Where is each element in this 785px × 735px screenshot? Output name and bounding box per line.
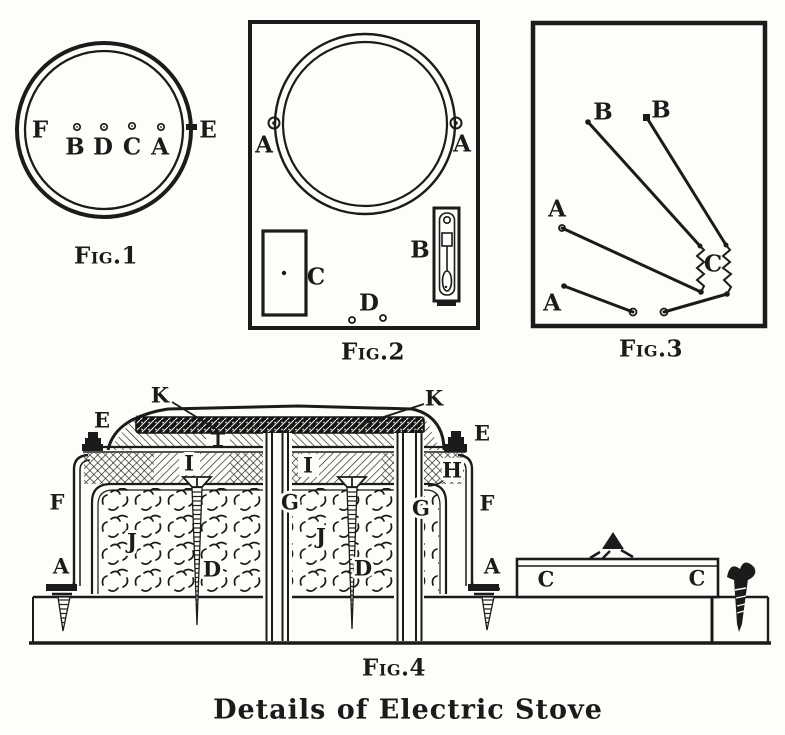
fig1-terminal-lug <box>186 124 197 130</box>
fig1-label-f: F <box>32 117 49 144</box>
fig2-label-d: D <box>359 290 379 317</box>
fig4-label-c-right: C <box>689 566 706 591</box>
fig4-label-d-center: D <box>354 556 372 581</box>
fig3-panel-outline <box>530 20 768 329</box>
fig4-screw-d-center <box>335 476 369 630</box>
fig4-foot-screw-left <box>46 584 77 632</box>
fig2-block-hole <box>281 270 287 276</box>
fig4-label-i-right: I <box>303 453 313 478</box>
fig4-post-gap-right <box>394 433 424 641</box>
fig1-terminal-holes <box>72 121 166 132</box>
fig4-screw-d-left <box>180 476 214 626</box>
fig4-label-j-center: J <box>314 524 326 549</box>
fig4-coil-hanger <box>211 431 225 447</box>
fig4-binding-posts <box>265 430 423 641</box>
fig1-label-a: A <box>150 134 170 161</box>
fig2-ring-outer <box>273 32 457 216</box>
fig3-label-b-right: B <box>651 97 670 124</box>
page-title: Details of Electric Stove <box>213 695 603 726</box>
fig4-terminal-bar <box>515 557 720 599</box>
fig4-heating-coil-band <box>135 416 425 434</box>
fig3-resistance-coils <box>695 244 733 295</box>
fig3-label-a-lower: A <box>542 290 562 317</box>
fig4-bolt-e-right <box>444 431 467 452</box>
fig3-wires <box>560 116 729 314</box>
fig2-connector-block <box>261 229 308 317</box>
fig4-label-d-left: D <box>203 557 221 582</box>
fig4-label-f-left: F <box>50 490 65 515</box>
fig4-label-g-left: G <box>281 490 299 515</box>
fig3-wire-terminals <box>558 114 730 317</box>
fig3-caption: Fig.3 <box>619 336 683 363</box>
fig4-label-i-left: I <box>184 451 194 476</box>
fig4-label-c-left: C <box>538 567 555 592</box>
fig2-board-outline <box>248 20 480 330</box>
fig4-label-k-right: K <box>425 386 444 411</box>
fig3-wiring-diagram: B B A A C Fig.3 <box>530 20 768 363</box>
fig4-bar-clip <box>589 532 634 560</box>
fig1-caption: Fig.1 <box>74 243 138 270</box>
fig2-caption: Fig.2 <box>341 339 405 366</box>
fig4-label-h: H <box>442 458 462 483</box>
fig1-label-b: B <box>65 134 84 161</box>
fig4-foot-screw-right <box>468 584 499 631</box>
fig2-mounting-ears <box>267 116 463 130</box>
fig4-label-a-right: A <box>483 554 501 579</box>
fig1-stove-top-view: F B D C A E Fig.1 <box>15 41 217 270</box>
fig4-label-f-right: F <box>480 491 495 516</box>
fig4-label-a-left: A <box>52 554 70 579</box>
fig1-label-e: E <box>199 117 217 144</box>
fig2-base-board-view: A A B C D Fig.2 <box>248 20 480 366</box>
fig3-label-c: C <box>704 251 722 278</box>
fig4-caption: Fig.4 <box>362 655 426 682</box>
fig4-dome-lid <box>106 404 446 451</box>
fig4-k-leaders <box>171 401 425 430</box>
fig4-label-j-left: J <box>125 529 137 554</box>
fig4-stove-cross-section: K K E E F F A A I I G G H J J D D C C Fi… <box>29 383 771 682</box>
fig2-switch-assembly <box>432 206 461 306</box>
fig2-label-a-left: A <box>254 132 274 159</box>
fig2-screw-holes-d <box>348 314 387 324</box>
fig2-ring-inner <box>281 40 449 208</box>
fig4-label-e-right: E <box>474 421 490 446</box>
fig2-label-a-right: A <box>452 131 472 158</box>
fig1-label-c: C <box>123 134 141 161</box>
fig3-label-b-left: B <box>593 99 612 126</box>
fig4-label-e-left: E <box>94 408 110 433</box>
fig4-label-k-left: K <box>151 383 170 408</box>
fig1-label-d: D <box>93 134 113 161</box>
fig1-inner-rim <box>23 49 185 211</box>
fig3-label-a-upper: A <box>547 196 567 223</box>
fig4-bolt-e-left <box>82 432 103 451</box>
fig4-label-g-right: G <box>412 496 430 521</box>
fig2-label-b: B <box>410 237 429 264</box>
fig4-label-gaps <box>179 430 463 482</box>
fig4-wing-screw <box>727 562 756 632</box>
fig2-label-c: C <box>307 264 325 291</box>
